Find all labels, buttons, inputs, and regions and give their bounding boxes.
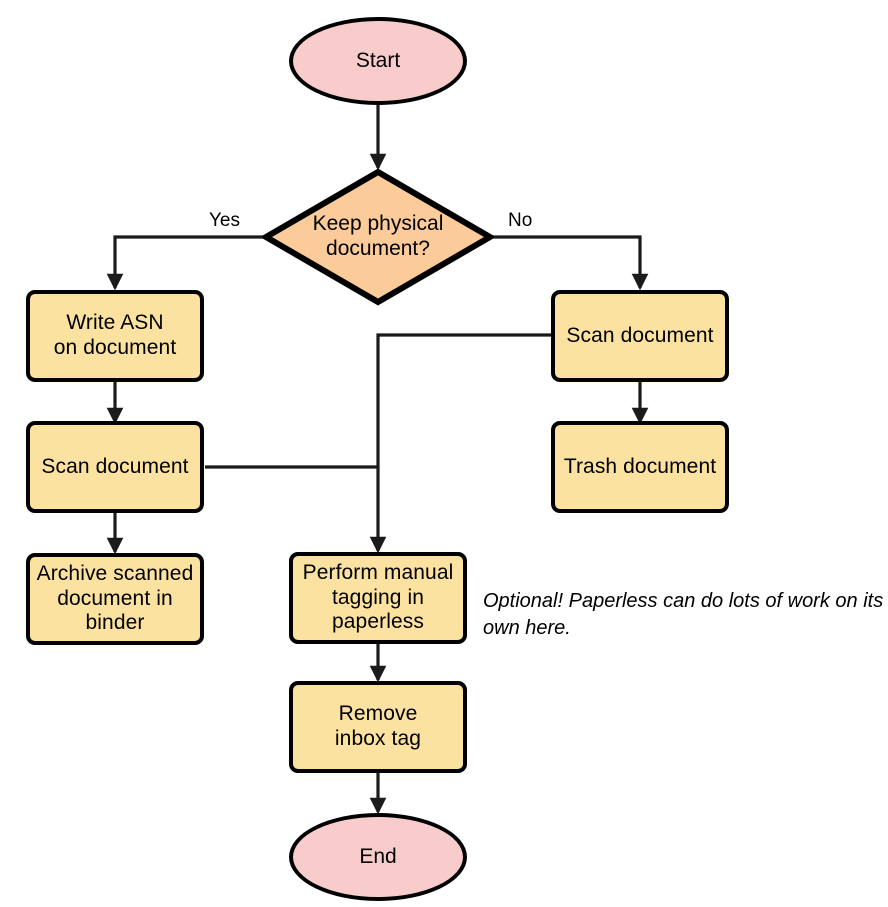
node-remove-inbox-tag[interactable]: Remove inbox tag xyxy=(289,681,467,773)
node-start-label: Start xyxy=(355,48,401,72)
node-write-asn-on-document[interactable]: Write ASN on document xyxy=(26,290,204,382)
edge-label-no: No xyxy=(508,210,533,231)
node-keep-physical-document[interactable]: Keep physical document? xyxy=(262,168,494,306)
node-scan-document-right[interactable]: Scan document xyxy=(551,290,729,382)
node-perform-manual-tagging[interactable]: Perform manual tagging in paperless xyxy=(289,552,467,644)
node-archive-scanned-document-in-binder-label: Archive scanned document in binder xyxy=(36,561,194,635)
node-perform-manual-tagging-label: Perform manual tagging in paperless xyxy=(302,560,454,634)
edge-label-yes: Yes xyxy=(209,210,240,231)
edge-yes-to-write-asn xyxy=(106,235,266,291)
node-start[interactable]: Start xyxy=(289,17,467,105)
node-remove-inbox-tag-label: Remove inbox tag xyxy=(334,702,422,750)
node-archive-scanned-document-in-binder[interactable]: Archive scanned document in binder xyxy=(26,553,204,645)
node-trash-document-label: Trash document xyxy=(563,454,717,478)
node-scan-document-right-label: Scan document xyxy=(566,323,714,347)
node-scan-document-left-label: Scan document xyxy=(41,454,189,478)
decision-diamond-shape xyxy=(262,168,494,306)
node-end-label: End xyxy=(359,844,397,868)
node-end[interactable]: End xyxy=(289,813,467,901)
edge-no-to-scan-right xyxy=(490,235,649,291)
node-keep-physical-document-label: Keep physical document? xyxy=(312,212,444,260)
node-trash-document[interactable]: Trash document xyxy=(551,421,729,513)
node-write-asn-on-document-label: Write ASN on document xyxy=(53,311,177,359)
edge-scan-right-to-manual-tagging xyxy=(369,333,552,554)
optional-note: Optional! Paperless can do lots of work … xyxy=(483,590,884,639)
node-scan-document-left[interactable]: Scan document xyxy=(26,421,204,513)
